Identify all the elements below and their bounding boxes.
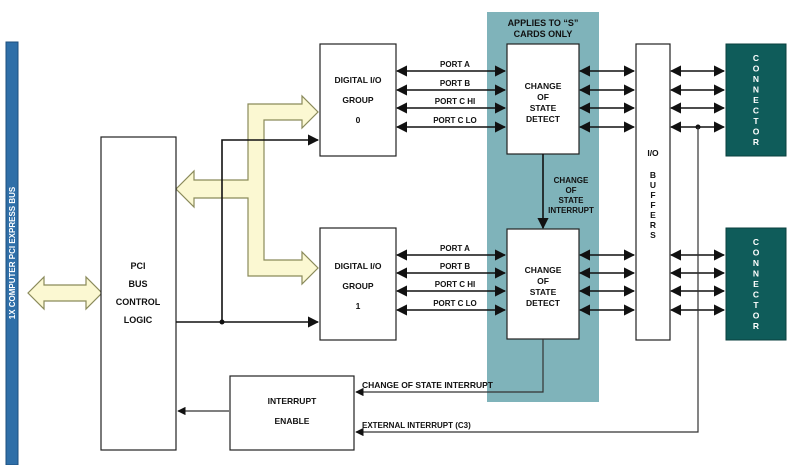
junction-dot-left xyxy=(219,319,225,325)
connector-top-letter-0: C xyxy=(753,53,759,63)
interrupt-enable-line2: ENABLE xyxy=(275,416,310,426)
external-interrupt-line xyxy=(355,127,699,437)
io-buffers xyxy=(635,43,671,341)
cos0-line4: DETECT xyxy=(526,114,561,124)
port-chi-label-1: PORT C HI xyxy=(435,280,475,289)
port-clo-label-1: PORT C LO xyxy=(433,299,477,308)
connector-top xyxy=(725,43,787,157)
digital-io-group-0 xyxy=(319,43,397,157)
cos-interrupt-mid-line4: INTERRUPT xyxy=(548,206,594,215)
s-cards-label-line1: APPLIES TO “S” xyxy=(508,18,579,28)
bus-to-logic-double-arrow xyxy=(27,275,103,311)
port-chi-label-0: PORT C HI xyxy=(435,97,475,106)
ports-group-1: PORT A PORT B PORT C HI PORT C LO xyxy=(395,244,507,316)
external-interrupt-label: EXTERNAL INTERRUPT (C3) xyxy=(362,421,471,430)
detect-to-buffer-lines xyxy=(578,65,636,316)
io-buffers-line5: F xyxy=(650,200,655,210)
group1-line3: 1 xyxy=(356,301,361,311)
connector-bottom-letter-0: C xyxy=(753,237,759,247)
group0-line3: 0 xyxy=(356,115,361,125)
connector-bottom-letter-5: C xyxy=(753,290,759,300)
cos-interrupt-mid-line3: STATE xyxy=(558,196,584,205)
s-cards-label-line2: CARDS ONLY xyxy=(514,29,573,39)
interrupt-enable-line1: INTERRUPT xyxy=(268,396,317,406)
connector-top-letter-4: E xyxy=(753,95,759,105)
connector-bottom-letter-8: R xyxy=(753,321,759,331)
change-of-state-detect-1 xyxy=(506,228,580,340)
group1-line1: DIGITAL I/O xyxy=(335,261,382,271)
port-b-label-0: PORT B xyxy=(440,79,470,88)
group0-line2: GROUP xyxy=(342,95,374,105)
cos0-line3: STATE xyxy=(530,103,557,113)
connector-top-letter-1: O xyxy=(753,64,760,74)
cos-interrupt-mid-line1: CHANGE xyxy=(554,176,589,185)
connector-top-letter-2: N xyxy=(753,74,759,84)
connector-bottom-letter-3: N xyxy=(753,269,759,279)
change-of-state-detect-0 xyxy=(506,43,580,155)
connector-bottom-letter-4: E xyxy=(753,279,759,289)
cos-interrupt-line xyxy=(355,339,544,397)
connector-top-letter-8: R xyxy=(753,137,759,147)
connector-bottom-letter-2: N xyxy=(753,258,759,268)
pci-express-bus xyxy=(5,41,19,465)
io-buffers-line7: R xyxy=(650,220,656,230)
connector-top-letter-5: C xyxy=(753,106,759,116)
io-buffers-line6: E xyxy=(650,210,656,220)
pci-logic-line3: CONTROL xyxy=(116,297,161,307)
digital-io-group-1 xyxy=(319,227,397,341)
connector-top-letter-6: T xyxy=(753,116,759,126)
port-a-label-0: PORT A xyxy=(440,60,470,69)
pci-logic-line4: LOGIC xyxy=(124,315,153,325)
pci-bus-control-logic xyxy=(100,136,177,451)
cos1-line4: DETECT xyxy=(526,298,561,308)
pci-express-bus-label: 1X COMPUTER PCI EXPRESS BUS xyxy=(8,186,17,319)
cos1-line3: STATE xyxy=(530,287,557,297)
cos1-line1: CHANGE xyxy=(525,265,562,275)
cos-interrupt-label: CHANGE OF STATE INTERRUPT xyxy=(362,380,494,390)
io-buffers-line2: B xyxy=(650,170,656,180)
cos1-line2: OF xyxy=(537,276,549,286)
connector-bottom xyxy=(725,227,787,341)
io-buffers-line1: I/O xyxy=(647,148,659,158)
port-clo-label-0: PORT C LO xyxy=(433,116,477,125)
connector-top-letter-7: O xyxy=(753,127,760,137)
cos0-line1: CHANGE xyxy=(525,81,562,91)
io-buffers-line4: F xyxy=(650,190,655,200)
group1-line2: GROUP xyxy=(342,281,374,291)
connector-bottom-letter-1: O xyxy=(753,248,760,258)
io-buffers-line3: U xyxy=(650,180,656,190)
group0-line1: DIGITAL I/O xyxy=(335,75,382,85)
cos0-line2: OF xyxy=(537,92,549,102)
port-b-label-1: PORT B xyxy=(440,262,470,271)
control-line-group0 xyxy=(176,134,320,323)
cos-interrupt-mid-line2: OF xyxy=(565,186,576,195)
pci-logic-line2: BUS xyxy=(128,279,147,289)
connector-bottom-letter-7: O xyxy=(753,311,760,321)
port-a-label-1: PORT A xyxy=(440,244,470,253)
pci-logic-line1: PCI xyxy=(130,261,145,271)
connector-bottom-letter-6: T xyxy=(753,300,759,310)
interrupt-enable xyxy=(229,375,355,451)
logic-to-groups-fat-arrow xyxy=(175,94,319,286)
io-buffers-line8: S xyxy=(650,230,656,240)
ports-group-0: PORT A PORT B PORT C HI PORT C LO xyxy=(395,60,507,133)
connector-top-letter-3: N xyxy=(753,85,759,95)
